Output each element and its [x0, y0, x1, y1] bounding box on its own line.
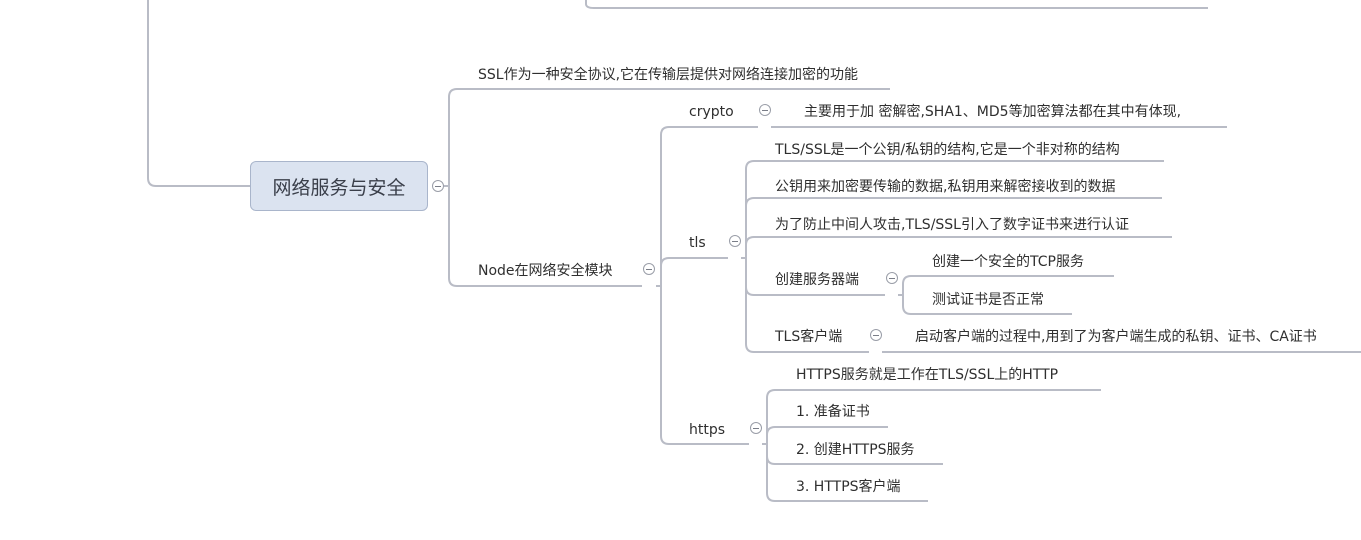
node-tls-server-tcp[interactable]: 创建一个安全的TCP服务 [932, 254, 1084, 270]
node-tls-client-desc[interactable]: 启动客户端的过程中,用到了为客户端生成的私钥、证书、CA证书 [915, 329, 1317, 345]
collapse-icon[interactable] [886, 272, 898, 284]
node-tls-structure[interactable]: TLS/SSL是一个公钥/私钥的结构,它是一个非对称的结构 [775, 142, 1120, 158]
node-tls-server-test[interactable]: 测试证书是否正常 [932, 292, 1044, 308]
node-https-step-2[interactable]: 2. 创建HTTPS服务 [796, 442, 915, 458]
node-crypto[interactable]: crypto [689, 104, 734, 120]
node-tls-certificate[interactable]: 为了防止中间人攻击,TLS/SSL引入了数字证书来进行认证 [775, 217, 1129, 233]
node-tls-server[interactable]: 创建服务器端 [775, 272, 859, 288]
root-node[interactable]: 网络服务与安全 [250, 161, 428, 211]
node-https[interactable]: https [689, 422, 726, 438]
node-tls[interactable]: tls [689, 235, 706, 251]
node-https-step-1[interactable]: 1. 准备证书 [796, 404, 870, 420]
collapse-icon[interactable] [750, 422, 762, 434]
node-ssl[interactable]: SSL作为一种安全协议,它在传输层提供对网络连接加密的功能 [478, 67, 859, 83]
node-network-security-module[interactable]: Node在网络安全模块 [478, 263, 613, 279]
root-node-label: 网络服务与安全 [272, 176, 406, 199]
collapse-icon[interactable] [432, 180, 444, 192]
collapse-icon[interactable] [870, 329, 882, 341]
node-crypto-desc[interactable]: 主要用于加 密解密,SHA1、MD5等加密算法都在其中有体现, [804, 104, 1182, 120]
collapse-icon[interactable] [759, 104, 771, 116]
node-tls-client[interactable]: TLS客户端 [775, 329, 843, 345]
collapse-icon[interactable] [643, 263, 655, 275]
node-tls-keys[interactable]: 公钥用来加密要传输的数据,私钥用来解密接收到的数据 [775, 179, 1116, 195]
collapse-icon[interactable] [729, 235, 741, 247]
node-https-step-3[interactable]: 3. HTTPS客户端 [796, 479, 901, 495]
node-https-desc[interactable]: HTTPS服务就是工作在TLS/SSL上的HTTP [796, 367, 1059, 383]
